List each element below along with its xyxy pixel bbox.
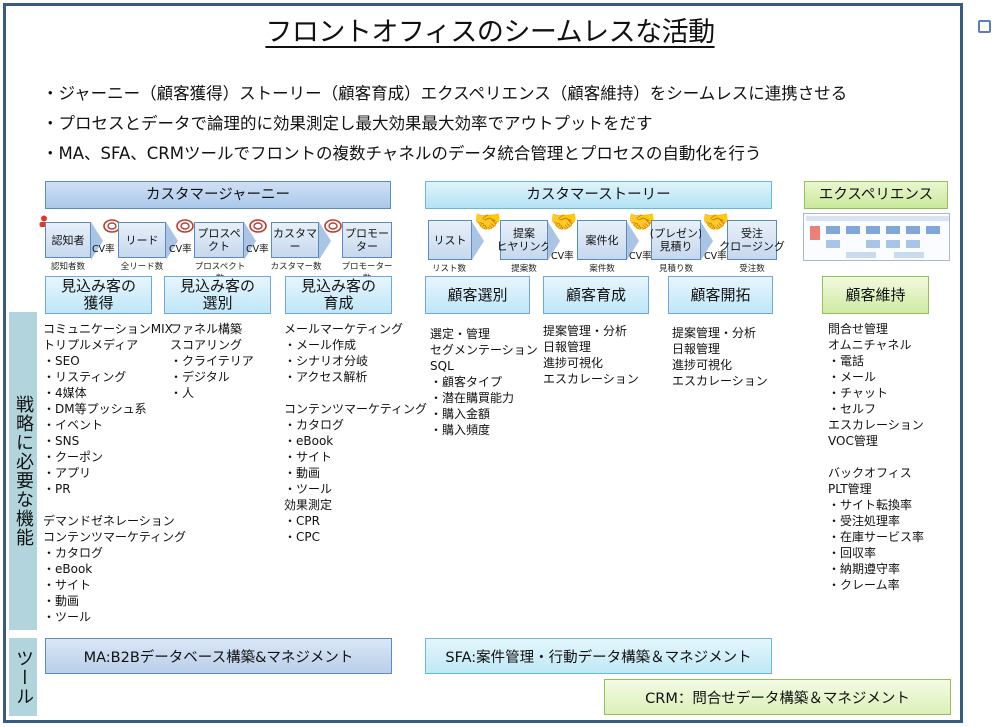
category-nurture: 見込み客の 育成 — [285, 276, 392, 314]
story-step-3: 案件化 — [577, 220, 627, 260]
story-count-5: 受注数 — [739, 264, 765, 274]
cv-label: CV率 — [629, 251, 652, 262]
list-customer-develop: 提案管理・分析 日報管理 進捗可視化 エスカレーション — [672, 326, 768, 388]
category-customer-select: 顧客選別 — [425, 276, 530, 314]
journey-count-4: カスタマー数 — [270, 262, 322, 272]
journey-count-2: 全リード数 — [120, 262, 164, 272]
header-story: カスタマーストーリー — [425, 181, 772, 209]
header-journey: カスタマージャーニー — [45, 181, 391, 209]
arrow-icon — [472, 222, 484, 260]
journey-step-5: プロモーター — [342, 222, 392, 258]
side-label-tools-text: ツール — [13, 648, 34, 706]
target-icon — [176, 218, 194, 237]
page-title: フロントオフィスのシームレスな活動 — [265, 17, 715, 48]
journey-step-4: カスタマー — [271, 222, 319, 258]
story-count-3: 案件数 — [589, 264, 615, 274]
target-icon — [324, 218, 342, 237]
journey-step-3: プロスペクト — [194, 222, 244, 258]
list-customer-nurture: 提案管理・分析 日報管理 進捗可視化 エスカレーション — [543, 324, 639, 386]
tool-ma: MA:B2Bデータベース構築&マネジメント — [45, 638, 392, 674]
checkbox-icon[interactable] — [978, 20, 991, 33]
story-step-4: (プレゼン) 見積り — [650, 220, 702, 260]
category-customer-nurture: 顧客育成 — [543, 276, 649, 314]
list-nurture: メールマーケティング ・メール作成 ・シナリオ分岐 ・アクセス解析 コンテンツマ… — [284, 322, 428, 544]
journey-step-2: リード — [118, 222, 166, 258]
journey-step-1: 認知者 — [45, 222, 91, 258]
arrow-icon — [627, 222, 639, 260]
handshake-icon: 🤝 — [474, 210, 502, 235]
bullet-2: ・プロセスとデータで論理的に効果測定し最大効果最大効率でアウトプットをだす — [42, 114, 653, 133]
list-retention: 問合せ管理 オムニチャネル ・電話 ・メール ・チャット ・セルフ エスカレーシ… — [828, 322, 925, 592]
bullet-3: ・MA、SFA、CRMツールでフロントの複数チャネルのデータ統合管理とプロセスの… — [42, 144, 762, 163]
cv-label: CV率 — [246, 244, 269, 255]
list-customer-select: 選定・管理 セグメンテーション SQL ・顧客タイプ ・潜在購買能力 ・購入金額… — [430, 327, 538, 437]
arrow-icon — [701, 222, 713, 260]
side-label-functions: 戦略に必要な機能 — [9, 312, 37, 630]
category-retention: 顧客維持 — [822, 276, 929, 314]
story-step-1: リスト — [428, 220, 472, 260]
arrow-icon — [548, 222, 560, 260]
handshake-icon: 🤝 — [550, 210, 578, 235]
arrow-icon — [166, 222, 178, 260]
category-acquire: 見込み客の 獲得 — [45, 276, 152, 314]
category-customer-develop: 顧客開拓 — [668, 276, 773, 314]
list-acquire: コミュニケーションMIX トリプルメディア ・SEO ・リスティング ・4媒体 … — [43, 322, 187, 624]
journey-count-1: 認知者数 — [50, 262, 85, 272]
target-icon — [249, 218, 267, 237]
list-select: ファネル構築 スコアリング ・クライテリア ・デジタル ・人 — [170, 322, 254, 400]
header-experience: エクスペリエンス — [804, 181, 948, 209]
side-label-functions-text: 戦略に必要な機能 — [13, 395, 34, 547]
story-step-2: 提案 ヒヤリング — [497, 220, 552, 260]
side-label-tools: ツール — [9, 638, 37, 716]
handshake-icon: 🤝 — [702, 210, 730, 235]
category-select: 見込み客の 選別 — [164, 276, 271, 314]
story-count-1: リスト数 — [431, 264, 466, 274]
cv-label: CV率 — [92, 244, 115, 255]
experience-flow-thumbnail — [803, 213, 950, 261]
cv-label: CV率 — [169, 244, 192, 255]
cv-label: CV率 — [704, 251, 727, 262]
cv-label: CV率 — [551, 251, 574, 262]
arrow-icon — [91, 222, 103, 260]
slide-frame — [3, 3, 963, 723]
handshake-icon: 🤝 — [628, 210, 656, 235]
tool-sfa: SFA:案件管理・行動データ構築＆マネジメント — [425, 638, 772, 674]
story-count-2: 提案数 — [511, 264, 537, 274]
bullet-1: ・ジャーニー（顧客獲得）ストーリー（顧客育成）エクスペリエンス（顧客維持）をシー… — [42, 84, 848, 103]
story-step-5: 受注 クロージング — [719, 220, 785, 260]
tool-crm: CRM：問合せデータ構築＆マネジメント — [604, 679, 951, 715]
story-count-4: 見積り数 — [658, 264, 693, 274]
